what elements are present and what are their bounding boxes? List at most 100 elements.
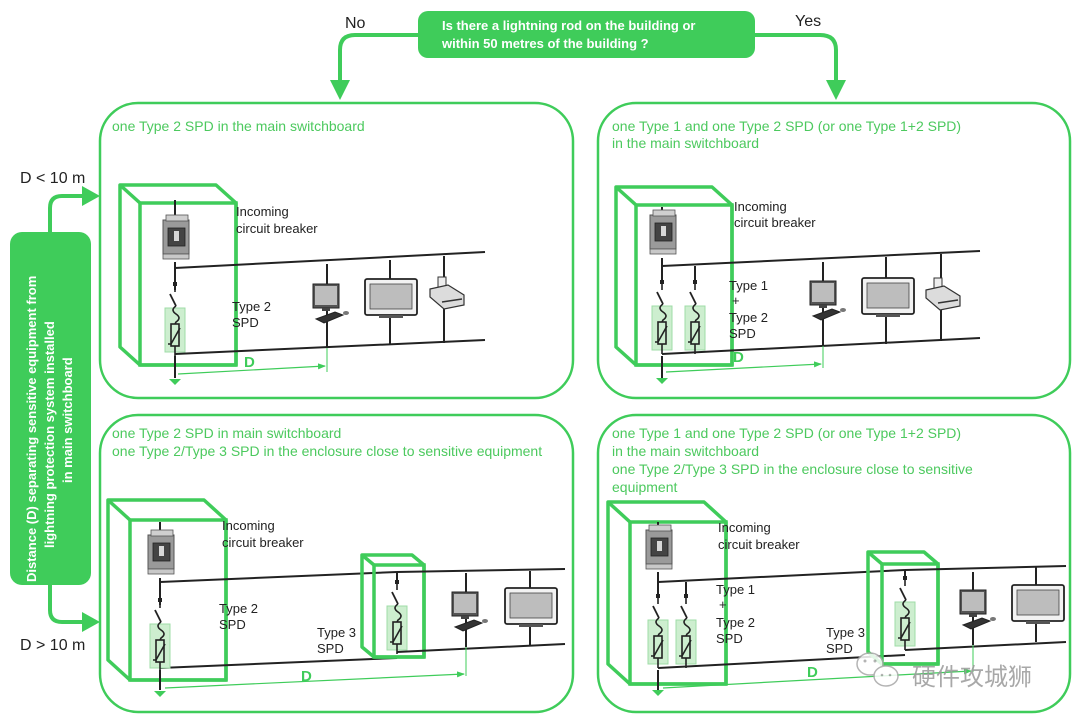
- spd-switch: [154, 609, 162, 623]
- spd-label: Type 2: [232, 299, 271, 314]
- no-arrowhead: [330, 80, 350, 100]
- mouse: [482, 619, 488, 623]
- spd-label: Type 2: [716, 615, 755, 630]
- enclosure-edge: [360, 553, 376, 567]
- computer-stand: [461, 616, 469, 619]
- monitor-icon: [1011, 584, 1065, 624]
- spd-switch: [391, 591, 399, 605]
- spd-terminal: [660, 280, 664, 284]
- less-branch-connector: [48, 194, 88, 232]
- spd-switch: [652, 605, 660, 619]
- heading-line: one Type 2/Type 3 SPD in the enclosure c…: [612, 461, 973, 477]
- distance-arrow: [665, 361, 822, 373]
- spd-switch: [689, 291, 697, 305]
- monitor-icon: [504, 587, 558, 627]
- enclosure-front: [628, 520, 728, 686]
- spd-varistor-icon: [647, 594, 669, 668]
- spd-terminal: [173, 282, 177, 286]
- spd-switch: [169, 293, 177, 307]
- heading-line: one Type 1 and one Type 2 SPD (or one Ty…: [612, 425, 961, 441]
- keyboard: [961, 617, 992, 630]
- spd-fuse: [692, 303, 700, 323]
- spd-varistor-icon: [149, 598, 171, 672]
- spd-varistor-slash: [688, 325, 701, 343]
- computer-screen: [962, 592, 984, 611]
- panel-no-near-frame: [98, 101, 575, 400]
- wire: [174, 251, 486, 269]
- spd-label: SPD: [729, 326, 756, 341]
- spd-fuse: [394, 603, 402, 623]
- wire: [904, 565, 1067, 571]
- watermark: 硬件攻城狮: [856, 652, 1032, 691]
- heading-line: in the main switchboard: [612, 443, 759, 459]
- no-label: No: [345, 15, 366, 32]
- spd-terminal: [656, 594, 660, 598]
- printer-icon: [925, 277, 961, 311]
- circuit-breaker-icon: [645, 524, 673, 570]
- wire: [657, 569, 906, 583]
- no-branch-connector: [338, 33, 420, 88]
- distance-arrow: [164, 671, 465, 689]
- spd-varistor-icon: [894, 576, 916, 650]
- wire: [159, 657, 398, 669]
- spd-varistor-icon: [386, 580, 408, 654]
- heading-line: one Type 1 and one Type 2 SPD (or one Ty…: [612, 118, 961, 134]
- wire: [159, 571, 398, 583]
- spd-varistor-icon: [651, 280, 673, 354]
- breaker-label: circuit breaker: [718, 537, 800, 552]
- breaker-label: Incoming: [222, 518, 275, 533]
- ground-icon: [169, 379, 181, 385]
- ground-icon: [656, 378, 668, 384]
- panel-yes-far-frame: [596, 413, 1072, 714]
- heading-line: one Type 2 SPD in the main switchboard: [112, 118, 365, 134]
- heading-line: equipment: [612, 479, 677, 495]
- wire: [904, 641, 1067, 651]
- spd-varistor-slash: [651, 639, 664, 657]
- mouse: [840, 308, 846, 312]
- monitor-screen: [866, 282, 910, 309]
- spd-label: Type 1: [729, 278, 768, 293]
- computer-icon: [451, 591, 488, 632]
- spd-label: SPD: [232, 315, 259, 330]
- heading-line: in the main switchboard: [612, 135, 759, 151]
- spd-switch: [680, 605, 688, 619]
- spd-varistor-slash: [390, 625, 403, 643]
- computer-screen: [454, 594, 476, 613]
- spd3-label: SPD: [317, 641, 344, 656]
- computer-screen: [812, 283, 834, 302]
- spd-label: Type 1: [716, 582, 755, 597]
- yes-arrowhead: [826, 80, 846, 100]
- greater-branch-connector: [48, 585, 88, 624]
- panel-yes-far-heading: one Type 1 and one Type 2 SPD (or one Ty…: [612, 425, 973, 495]
- spd-fuse: [683, 617, 691, 637]
- breaker-base: [645, 563, 673, 570]
- wire: [174, 339, 486, 355]
- yes-label: Yes: [795, 13, 821, 30]
- wechat-icon: [856, 652, 899, 687]
- breaker-toggle: [657, 541, 662, 551]
- ground-icon: [154, 691, 166, 697]
- enclosure-edge: [106, 498, 132, 522]
- spd-label: +: [719, 597, 727, 612]
- distance-line-1: Distance (D) separating sensitive equipm…: [24, 276, 39, 582]
- question-flow: Is there a lightning rod on the building…: [330, 11, 846, 100]
- breaker-terminals: [652, 209, 676, 217]
- spd-varistor-slash: [898, 621, 911, 639]
- distance-arrow: [662, 668, 972, 689]
- circuit-breaker-icon: [162, 214, 190, 260]
- wire: [661, 337, 981, 355]
- panel-yes-near-frame: [596, 101, 1072, 400]
- spd-varistor-icon: [675, 594, 697, 668]
- spd-varistor-slash: [655, 325, 668, 343]
- printer-tray: [937, 299, 959, 304]
- panel-no-far-heading: one Type 2 SPD in main switchboard one T…: [112, 425, 542, 459]
- spd-varistor-slash: [153, 643, 166, 661]
- monitor-stand: [1026, 621, 1050, 624]
- printer-body: [925, 285, 961, 311]
- distance-d-label: D: [301, 668, 312, 685]
- distance-d-label: D: [807, 664, 818, 681]
- scene-no-near: [118, 183, 486, 385]
- enclosure-edge: [118, 183, 142, 205]
- breaker-label: Incoming: [236, 204, 289, 219]
- panel-yes-near-heading: one Type 1 and one Type 2 SPD (or one Ty…: [612, 118, 961, 151]
